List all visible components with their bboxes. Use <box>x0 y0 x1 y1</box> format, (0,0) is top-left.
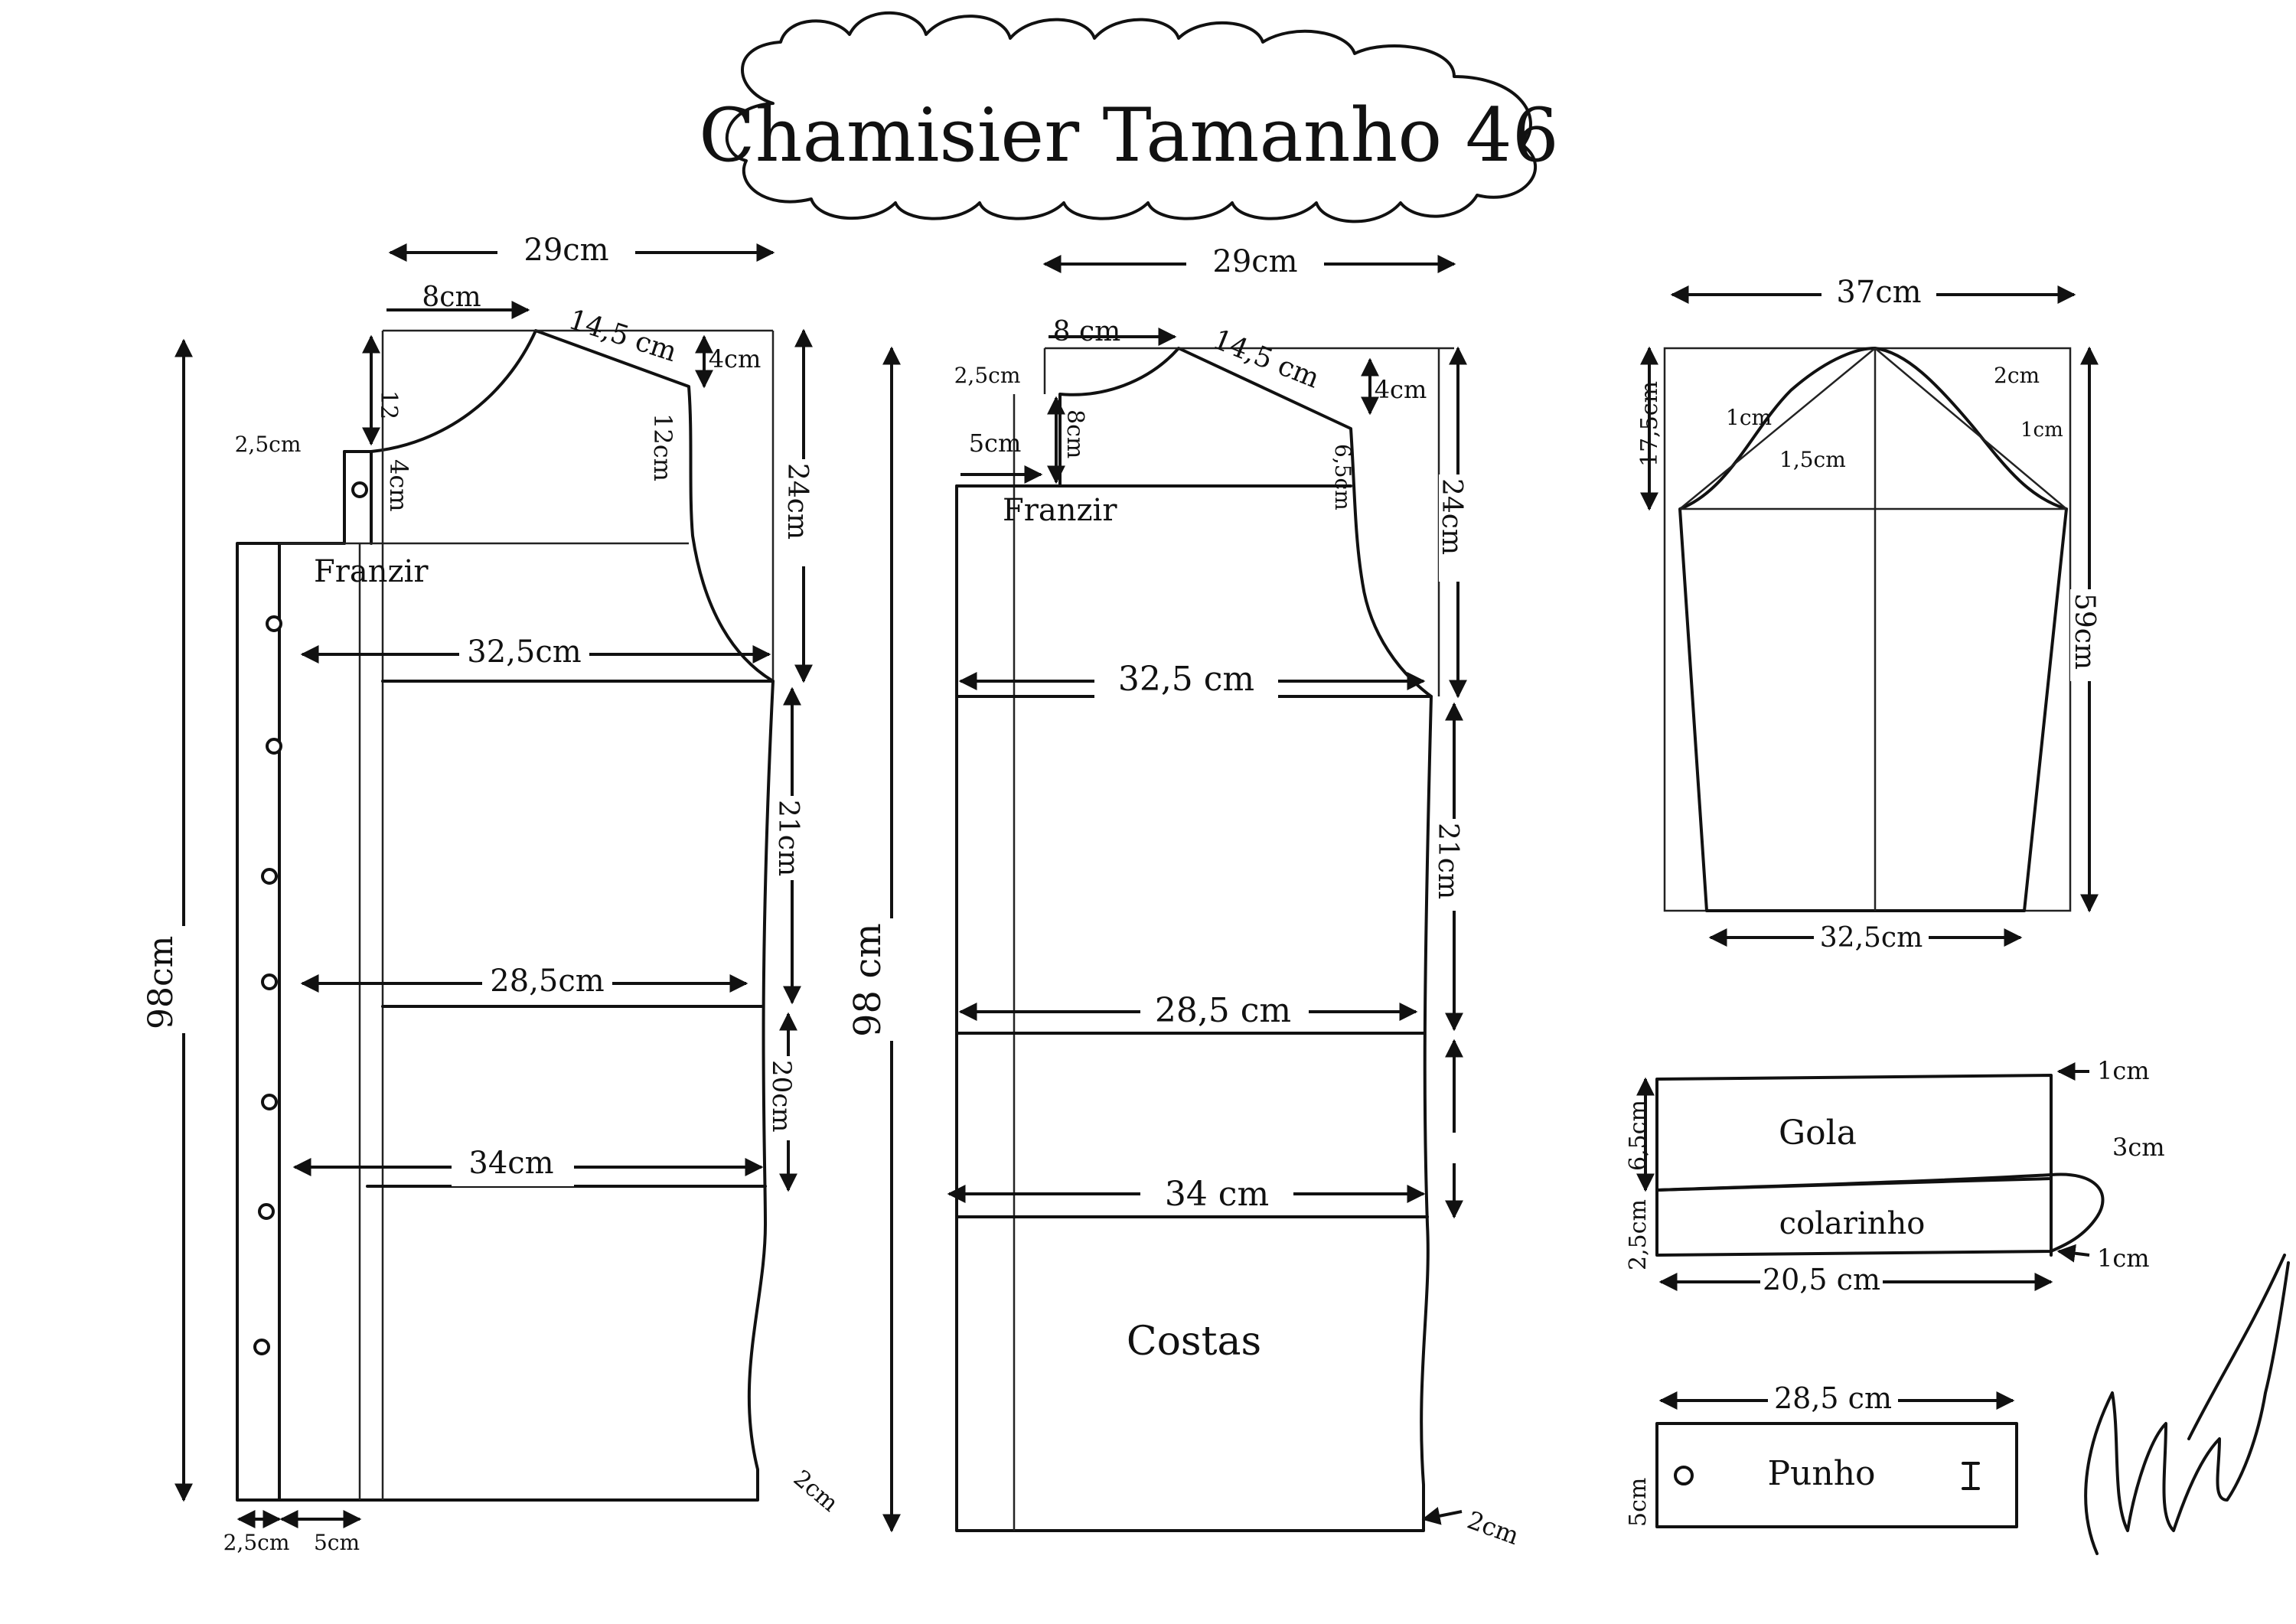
front-neck-strip <box>343 450 373 545</box>
front-shoulder: 14,5 cm <box>565 304 680 368</box>
gola-height: 6,5cm <box>1625 1100 1652 1171</box>
front-neck-drop: 12 <box>375 390 402 419</box>
front-waist: 28,5cm <box>490 964 604 999</box>
gola-label: Gola <box>1779 1114 1857 1153</box>
cuff-piece: Punho 28,5 cm 5cm <box>1625 1378 2018 1528</box>
back-armhole: 6,5cm <box>1330 444 1355 510</box>
collar-piece: Gola colarinho 6,5cm 2,5cm 20,5 cm 1cm 3… <box>1625 1056 2165 1301</box>
front-neck: 8cm <box>422 282 481 313</box>
sleeve-offset-left: 1cm <box>1726 405 1772 430</box>
sleeve-cuff-width: 32,5cm <box>1820 922 1923 954</box>
button-icon <box>266 738 282 755</box>
sleeve-piece: 37cm 17,5cm 1cm 1,5cm 2cm 1cm 59cm 32,5c… <box>1636 269 2108 960</box>
back-hip: 34 cm <box>1165 1175 1269 1214</box>
sleeve-outline <box>1678 347 2068 912</box>
collar-width: 20,5 cm <box>1763 1263 1880 1296</box>
front-placket-top: 2,5cm <box>235 432 302 457</box>
collar-tip-top: 1cm <box>2097 1056 2150 1085</box>
front-outline <box>236 329 775 1502</box>
back-gather: Franzir <box>1003 493 1117 528</box>
sleeve-cap-height: 17,5cm <box>1636 381 1663 467</box>
button-icon <box>351 481 368 498</box>
sleeve-length: 59cm <box>2069 593 2100 670</box>
buttonhole-icon <box>1962 1462 1980 1490</box>
back-yoke-left: 5cm <box>969 429 1022 458</box>
sleeve-offset-mid: 1,5cm <box>1779 447 1846 472</box>
front-height-hip: 20cm <box>766 1060 797 1133</box>
back-length: 98 cm <box>846 923 889 1037</box>
back-neck: 8 cm <box>1053 316 1121 347</box>
collar-tip-ext: 3cm <box>2112 1133 2165 1162</box>
signature <box>2084 1254 2290 1555</box>
back-label: Costas <box>1127 1319 1261 1365</box>
sleeve-offset-right-b: 1cm <box>2020 419 2063 442</box>
title-cloud: Chamisier Tamanho 46 <box>699 11 1559 223</box>
front-hip: 34cm <box>468 1146 553 1181</box>
front-neck-depth: 4cm <box>384 459 413 512</box>
front-height-bust: 24cm <box>781 463 813 540</box>
button-icon <box>253 1339 270 1355</box>
back-height-waist: 21cm <box>1432 823 1463 899</box>
front-gather: Franzir <box>314 554 429 589</box>
front-length: 98cm <box>142 936 181 1029</box>
button-icon <box>261 1094 278 1110</box>
collar-tip-bottom-arrow <box>2056 1244 2090 1263</box>
back-bust: 32,5 cm <box>1118 660 1254 699</box>
page-title: Chamisier Tamanho 46 <box>699 93 1559 178</box>
front-placket-bottom-b: 5cm <box>314 1530 360 1555</box>
back-height-bust: 24cm <box>1436 478 1467 555</box>
back-shoulder-drop: 4cm <box>1375 375 1427 404</box>
button-icon <box>266 615 282 632</box>
back-width-top: 29cm <box>1212 244 1297 279</box>
back-neck-rise: 2,5cm <box>954 363 1021 388</box>
back-piece: 29cm 8 cm 14,5 cm 4cm 2,5cm 5cm 8cm 6,5c… <box>846 239 1523 1551</box>
button-icon <box>1674 1466 1694 1485</box>
front-piece: 29cm 8cm 14,5 cm 4cm 12 2,5cm 4cm 12cm 2… <box>142 228 843 1555</box>
colarinho-height: 2,5cm <box>1625 1199 1652 1270</box>
collar-tip-bottom: 1cm <box>2097 1244 2150 1273</box>
sleeve-frame <box>1663 347 2072 912</box>
back-hem-rise: 2cm <box>1463 1505 1522 1551</box>
front-placket-bottom-a: 2,5cm <box>223 1530 290 1555</box>
front-armhole: 12cm <box>648 413 677 481</box>
front-bust: 32,5cm <box>467 634 581 670</box>
cuff-width: 28,5 cm <box>1774 1381 1892 1415</box>
back-yoke-height: 8cm <box>1062 409 1088 458</box>
cuff-label: Punho <box>1767 1454 1875 1493</box>
back-waist: 28,5 cm <box>1155 991 1291 1030</box>
back-hem-arrow <box>1421 1506 1463 1525</box>
sleeve-width-top: 37cm <box>1836 275 1921 310</box>
colarinho-label: colarinho <box>1779 1206 1926 1241</box>
cuff-outline <box>1655 1422 2018 1528</box>
button-icon <box>258 1203 275 1220</box>
front-shoulder-drop: 4cm <box>709 344 762 373</box>
cuff-height: 5cm <box>1625 1478 1652 1527</box>
button-icon <box>261 868 278 885</box>
sleeve-offset-right-a: 2cm <box>1994 363 2040 388</box>
front-hem-rise: 2cm <box>788 1465 843 1517</box>
back-shoulder: 14,5 cm <box>1208 324 1324 395</box>
front-height-waist: 21cm <box>772 800 804 876</box>
button-icon <box>261 973 278 990</box>
sleeve-guide-right <box>1874 347 2067 510</box>
sleeve-guide-left <box>1679 347 1876 510</box>
front-width-top: 29cm <box>523 233 608 268</box>
